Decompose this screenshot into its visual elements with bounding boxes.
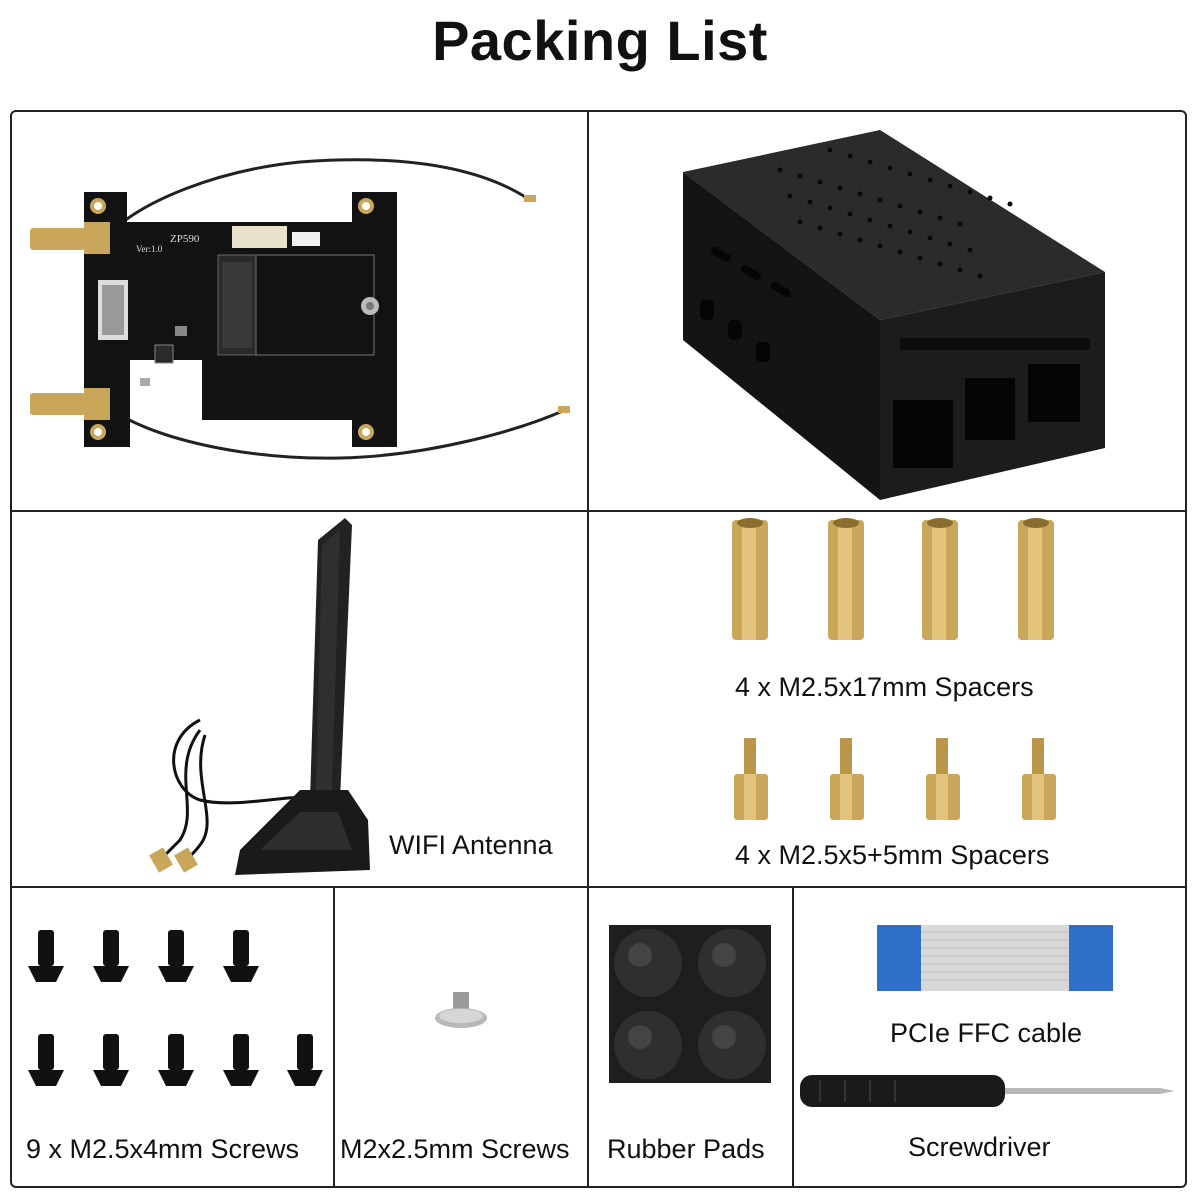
spacer-5-5mm (926, 738, 960, 820)
spacer-17mm (732, 518, 768, 640)
screw (28, 1034, 64, 1086)
screws-4mm-label: 9 x M2.5x4mm Screws (26, 1134, 300, 1164)
screw (223, 930, 259, 982)
board-version-text: Ver:1.0 (136, 244, 163, 254)
page-title: Packing List (432, 9, 768, 72)
grid-divider (11, 886, 1186, 888)
grid-divider (333, 887, 335, 1187)
screw (287, 1034, 323, 1086)
wifi-antenna-label: WIFI Antenna (389, 830, 553, 860)
spacers-17mm-label: 4 x M2.5x17mm Spacers (735, 672, 1034, 702)
spacer-5-5mm (1022, 738, 1056, 820)
grid-divider (792, 887, 794, 1187)
screw (93, 930, 129, 982)
screw (158, 1034, 194, 1086)
screw (28, 930, 64, 982)
spacers-5-5mm-label: 4 x M2.5x5+5mm Spacers (735, 840, 1050, 870)
screw (223, 1034, 259, 1086)
grid-divider (11, 510, 1186, 512)
spacer-17mm (1018, 518, 1054, 640)
packing-list-grid (10, 110, 1187, 1188)
spacer-5-5mm (830, 738, 864, 820)
grid-divider (587, 111, 589, 511)
grid-divider (587, 511, 589, 887)
spacer-5-5mm (734, 738, 768, 820)
screw (158, 930, 194, 982)
rubber-pads-label: Rubber Pads (607, 1134, 765, 1164)
spacer-17mm (828, 518, 864, 640)
spacer-17mm (922, 518, 958, 640)
grid-divider (587, 887, 589, 1187)
screw (93, 1034, 129, 1086)
screwdriver-label: Screwdriver (908, 1132, 1051, 1162)
screw-2-5mm-label: M2x2.5mm Screws (340, 1134, 570, 1164)
board-model-text: ZP590 (170, 233, 200, 245)
ffc-cable-label: PCIe FFC cable (890, 1018, 1083, 1048)
